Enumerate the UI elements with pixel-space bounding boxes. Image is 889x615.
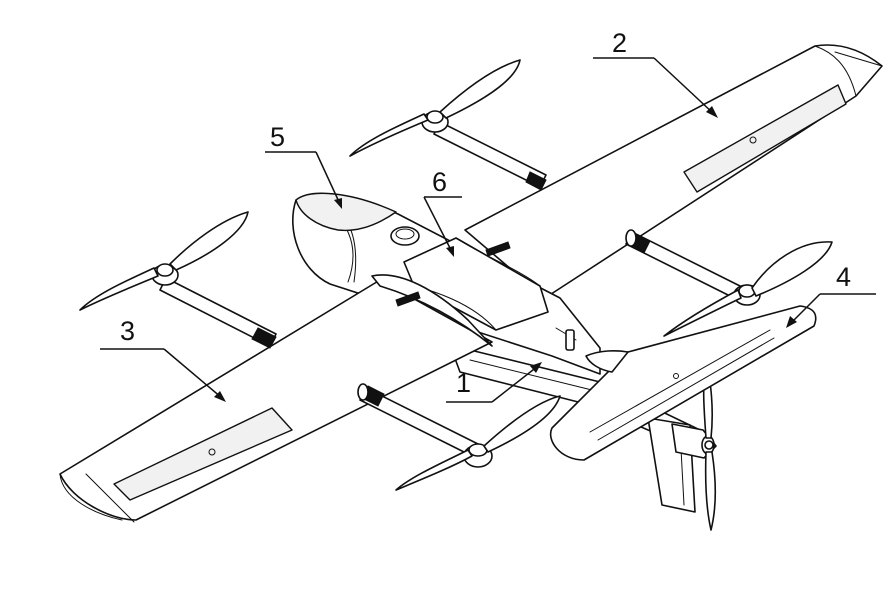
nose-canopy-5 xyxy=(295,192,397,232)
label-1: 1 xyxy=(456,368,471,398)
aileron-right xyxy=(683,84,847,193)
label-2: 2 xyxy=(612,28,627,58)
callout-2: 2 xyxy=(593,28,718,118)
label-6: 6 xyxy=(432,167,447,197)
callout-1: 1 xyxy=(446,362,542,403)
propeller-rear-left xyxy=(395,395,561,491)
label-3: 3 xyxy=(120,316,135,346)
label-5: 5 xyxy=(270,122,285,152)
payload-hatch xyxy=(371,237,577,351)
label-4: 4 xyxy=(836,262,851,292)
aileron-left xyxy=(113,407,293,501)
propeller-front-left xyxy=(79,211,249,311)
propeller-front-right xyxy=(349,59,521,157)
callout-4: 4 xyxy=(786,262,876,328)
boom-front-left xyxy=(151,263,277,349)
callout-5: 5 xyxy=(265,122,342,209)
wing-right xyxy=(464,44,883,299)
boom-rear-left xyxy=(357,383,493,468)
boom-rear-right xyxy=(625,229,761,306)
boom-front-right xyxy=(421,110,547,191)
propeller-rear-right xyxy=(663,241,833,337)
callout-6: 6 xyxy=(423,167,462,257)
wing-left xyxy=(59,279,493,523)
callout-3: 3 xyxy=(100,316,226,402)
horizontal-stabilizer xyxy=(549,305,817,461)
